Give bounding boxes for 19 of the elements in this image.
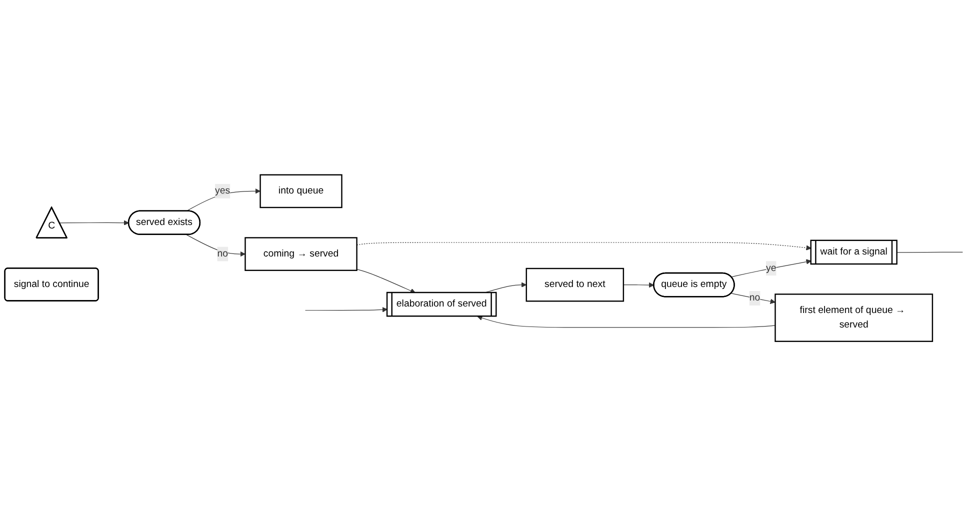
arrow: [186, 234, 246, 257]
arrow: [59, 220, 130, 226]
connector: [896, 252, 963, 253]
node-box: coming → served: [244, 237, 358, 271]
arrow: [731, 259, 812, 278]
edge-label: yes: [215, 186, 230, 196]
edge-label: no: [749, 292, 760, 304]
node-box: into queue: [260, 174, 342, 208]
arrow: [730, 292, 776, 304]
edge-label: ye: [766, 262, 776, 274]
arrow: [356, 242, 812, 250]
arrow: [623, 282, 654, 288]
arrow: [356, 268, 416, 294]
node-box: first element of queue → served: [774, 293, 934, 342]
arrow: [304, 306, 388, 312]
arrow: [186, 188, 261, 212]
arrow: [477, 315, 776, 328]
node-box: served to next: [526, 268, 624, 302]
edge-label: no: [217, 248, 228, 259]
